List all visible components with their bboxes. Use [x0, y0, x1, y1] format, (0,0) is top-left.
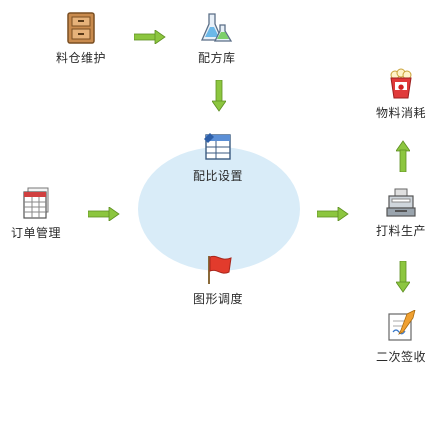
signed-document-icon [388, 310, 416, 341]
recipe-library-node[interactable]: 配方库 [198, 11, 236, 66]
arrow-down-icon [396, 261, 410, 293]
secondary-receipt-node[interactable]: 二次签收 [376, 310, 426, 365]
print-production-node[interactable]: 打料生产 [376, 186, 426, 239]
graphic-dispatch-node[interactable]: 图形调度 [193, 252, 243, 307]
popcorn-icon: ● [390, 68, 412, 99]
ratio-settings-label: 配比设置 [193, 169, 244, 183]
secondary-receipt-label: 二次签收 [376, 350, 427, 364]
order-management-node[interactable]: 订单管理 [11, 186, 61, 241]
material-consumption-label: 物料消耗 [376, 106, 427, 120]
order-management-label: 订单管理 [11, 226, 62, 240]
process-hub-circle [138, 147, 300, 271]
arrow-up-icon [396, 140, 410, 172]
recipe-library-label: 配方库 [198, 51, 236, 65]
arrow-down-icon [212, 80, 226, 112]
print-production-label: 打料生产 [376, 224, 427, 238]
svg-text:●: ● [398, 83, 404, 91]
cabinet-icon [67, 12, 95, 44]
ratio-settings-node[interactable]: 配比设置 [193, 131, 243, 184]
settings-grid-icon [204, 133, 231, 160]
flag-icon [208, 255, 232, 284]
spreadsheet-icon [23, 187, 49, 219]
material-maintenance-label: 料仓维护 [56, 51, 107, 65]
arrow-right-icon [134, 30, 166, 44]
graphic-dispatch-label: 图形调度 [193, 292, 244, 306]
arrow-right-icon [317, 207, 349, 221]
material-maintenance-node[interactable]: 料仓维护 [56, 11, 106, 66]
material-consumption-node[interactable]: ● 物料消耗 [376, 68, 426, 121]
cash-register-icon [386, 188, 416, 217]
flask-icon [200, 13, 232, 42]
arrow-right-icon [88, 207, 120, 221]
